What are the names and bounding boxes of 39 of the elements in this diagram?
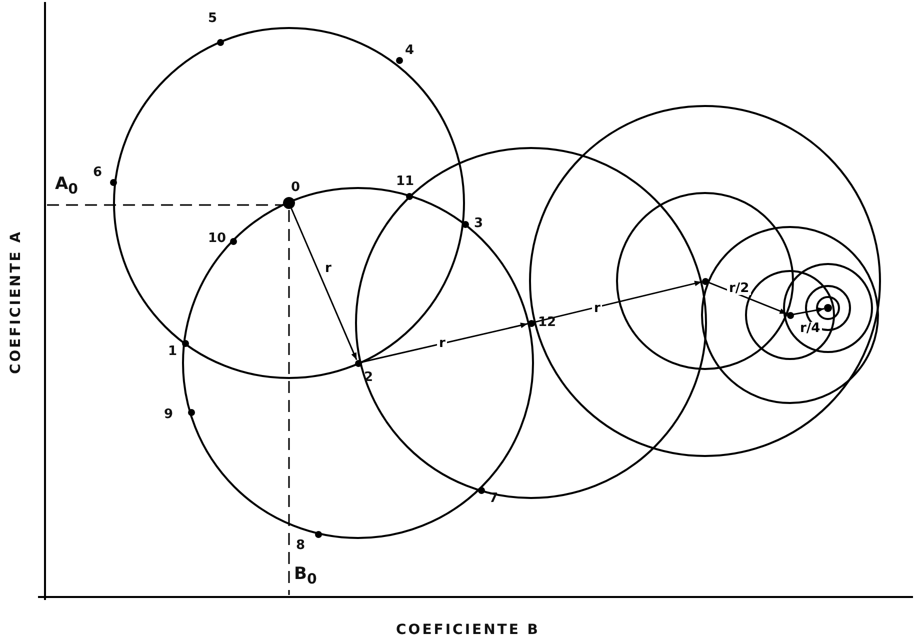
point-marker [230,238,236,244]
point-number: 11 [396,175,414,188]
point-number: 2 [364,371,374,384]
point-number: 6 [93,166,102,179]
arrow [793,307,824,316]
point-number: 1 [168,345,178,358]
axis-label: COEFICIENTE B [396,623,540,637]
edge-label: r [437,337,448,350]
edge-label: r/4 [798,322,822,335]
arrow [708,282,788,314]
point-number: 8 [296,539,306,552]
point-marker [182,340,188,346]
point-marker [824,304,832,312]
point-marker [396,56,402,64]
point-number: 0 [291,181,300,194]
arrow [290,208,358,360]
point-marker [216,38,224,46]
point-marker [188,408,194,416]
axis-label: COEFICIENTE A [9,230,23,374]
point-number: 9 [164,408,174,421]
axis-label: A$_{0}$ [55,176,78,197]
point-number: 12 [538,316,556,329]
point-marker [283,197,295,209]
point-number: 4 [405,44,414,57]
arrow [361,322,528,363]
point-number: 7 [489,492,498,505]
point-number: 3 [474,217,484,230]
point-marker [354,360,362,366]
point-number: 5 [208,12,218,25]
point-marker [314,530,322,538]
arrow [534,280,702,323]
edge-label: r [592,302,602,315]
axis-label: B$_{0}$ [294,566,317,587]
point-marker [406,192,412,200]
edge-label: r/2 [727,282,752,295]
point-marker [110,178,116,186]
point-marker [702,278,708,284]
point-number: 10 [208,232,226,245]
edge-label: r [323,262,334,275]
